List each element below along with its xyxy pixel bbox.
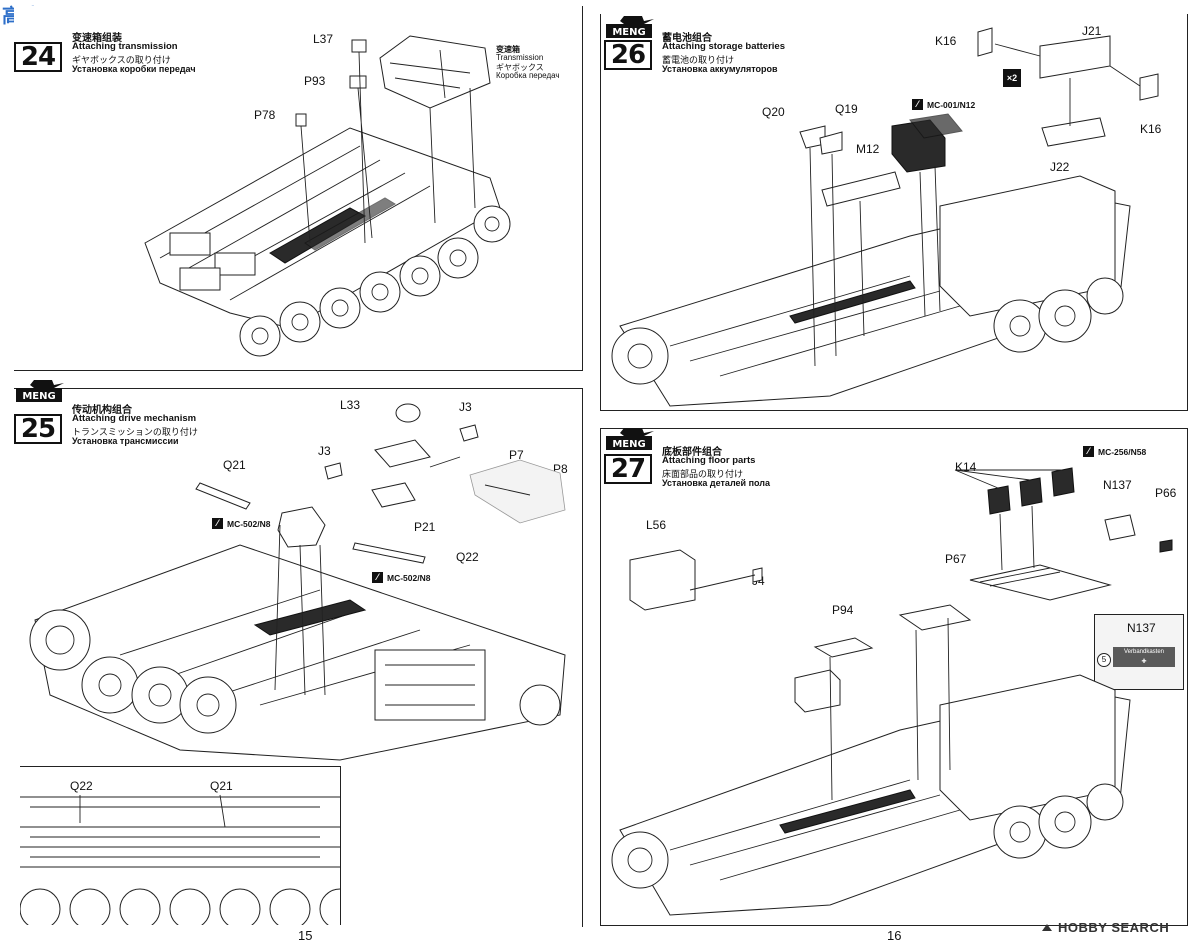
svg-text:MENG: MENG xyxy=(612,27,645,38)
svg-text:MENG: MENG xyxy=(22,391,55,402)
svg-text:MENG: MENG xyxy=(612,439,645,450)
part-label-q21: Q21 xyxy=(223,458,246,472)
step-24-number: 24 xyxy=(14,42,62,72)
brush-icon: ⁄ xyxy=(1083,446,1094,457)
detail-label-q21: Q21 xyxy=(210,779,233,793)
step-27-title-en: Attaching floor parts xyxy=(662,455,756,466)
step-26-number: 26 xyxy=(604,40,652,70)
brush-icon: ⁄ xyxy=(912,99,923,110)
brush-icon: ⁄ xyxy=(372,572,383,583)
transmission-callout-jp: ギヤボックス xyxy=(496,63,544,72)
detail-underside-drawing xyxy=(20,794,340,925)
brush-icon: ⁄ xyxy=(212,518,223,529)
part-label-k16-left: K16 xyxy=(935,34,957,48)
transmission-callout-ru: Коробка передач xyxy=(496,71,560,80)
verbandkasten-plate: Verbandkasten✚ xyxy=(1113,647,1175,667)
transmission-callout-cn: 变速箱 xyxy=(496,45,520,54)
part-label-p93: P93 xyxy=(304,74,326,88)
step-26-title-cn: 蓄电池组合 xyxy=(662,33,712,44)
part-label-l37: L37 xyxy=(313,32,334,46)
step-27-title-ru: Установка деталей пола xyxy=(662,478,771,488)
cross-icon: ✚ xyxy=(1141,659,1147,665)
hobby-search-logo-icon xyxy=(1042,923,1052,931)
decal-marker: 5 xyxy=(1097,653,1111,667)
step-25-title-en: Attaching drive mechanism xyxy=(72,413,197,424)
part-label-l56: L56 xyxy=(646,518,667,532)
step-25-title-jp: トランスミッションの取り付け xyxy=(72,427,198,437)
step-25-hull-drawing xyxy=(29,403,566,761)
step-25-number: 25 xyxy=(14,414,62,444)
footer-brand: HOBBY SEARCH xyxy=(1040,920,1169,935)
step-25-title-cn: 传动机构组合 xyxy=(72,405,132,416)
part-label-k16-right: K16 xyxy=(1140,122,1162,136)
part-label-l33: L33 xyxy=(340,398,361,412)
step-26-title-ru: Установка аккумуляторов xyxy=(662,64,778,74)
step-27-title-jp: 床面部品の取り付け xyxy=(662,469,744,479)
n137-inset: N137 Verbandkasten✚ 5 xyxy=(1094,614,1184,690)
step-24-title-en: Attaching transmission xyxy=(72,41,178,52)
step-25-title-ru: Установка трансмиссии xyxy=(72,436,179,446)
step-27-title-cn: 底板部件组合 xyxy=(662,447,722,458)
detail-label-q22: Q22 xyxy=(70,779,93,793)
part-label-p67: P67 xyxy=(945,552,967,566)
page-number-right: 16 xyxy=(887,928,902,943)
meng-logo-icon: MENG xyxy=(606,16,654,38)
part-label-n137: N137 xyxy=(1103,478,1132,492)
step-24-hull-drawing xyxy=(144,35,511,357)
quantity-badge: ×2 xyxy=(1003,69,1021,87)
part-label-j3-left: J3 xyxy=(318,444,331,458)
part-label-j22: J22 xyxy=(1050,160,1070,174)
paint-ref-2: ⁄MC-502/N8 xyxy=(372,572,430,583)
paint-ref-4: ⁄MC-256/N58 xyxy=(1083,446,1146,457)
step-26-title-en: Attaching storage batteries xyxy=(662,41,785,52)
part-label-p66: P66 xyxy=(1155,486,1177,500)
meng-logo-icon: MENG xyxy=(606,428,654,450)
step-27-hull-drawing xyxy=(611,467,1173,916)
paint-ref-1: ⁄MC-502/N8 xyxy=(212,518,270,529)
page-number-left: 15 xyxy=(298,928,313,943)
meng-logo-icon: MENG xyxy=(16,380,64,402)
part-label-m12: M12 xyxy=(856,142,880,156)
part-label-p21: P21 xyxy=(414,520,436,534)
step-27-number: 27 xyxy=(604,454,652,484)
step-26-hull-drawing xyxy=(611,27,1159,407)
n137-inset-label: N137 xyxy=(1127,621,1156,635)
part-label-j3-top: J3 xyxy=(459,400,472,414)
part-label-j21: J21 xyxy=(1082,24,1102,38)
step-24-title-ru: Установка коробки передач xyxy=(72,64,196,74)
part-label-q22: Q22 xyxy=(456,550,479,564)
part-label-p94: P94 xyxy=(832,603,854,617)
part-label-q20: Q20 xyxy=(762,105,785,119)
paint-ref-3: ⁄MC-001/N12 xyxy=(912,99,975,110)
detail-inset: Q22 Q21 xyxy=(20,766,341,925)
step-26-title-jp: 蓄電池の取り付け xyxy=(662,55,735,65)
part-label-p7: P7 xyxy=(509,448,524,462)
step-24-title-cn: 变速箱组装 xyxy=(72,33,122,44)
transmission-callout-en: Transmission xyxy=(496,53,544,62)
step-24-title-jp: ギヤボックスの取り付け xyxy=(72,55,171,65)
part-label-p78: P78 xyxy=(254,108,276,122)
part-label-q19: Q19 xyxy=(835,102,858,116)
